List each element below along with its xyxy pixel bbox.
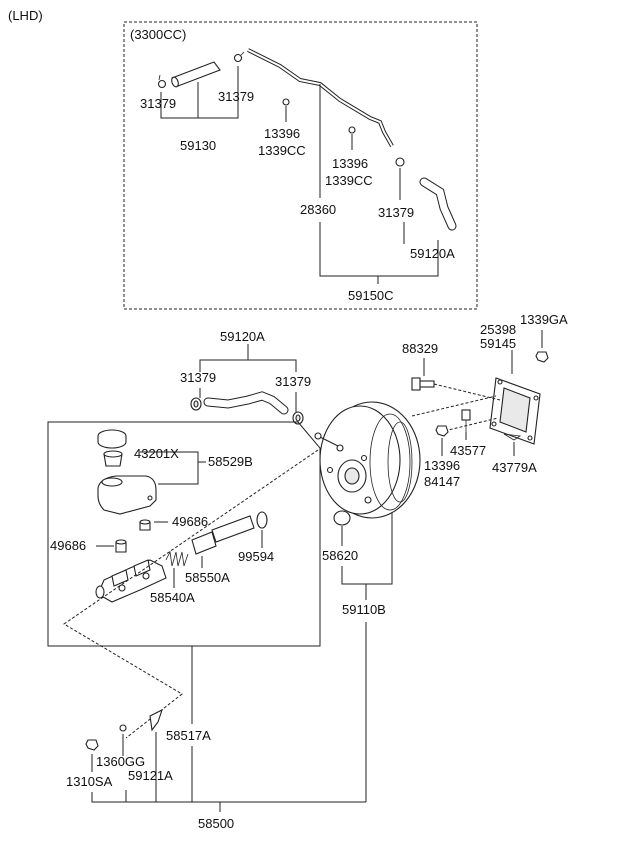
part-label: 59120A <box>410 246 455 261</box>
bolt-icon <box>411 377 435 391</box>
master-cylinder-box <box>47 421 321 647</box>
part-label: 1339CC <box>325 173 373 188</box>
part-label: 1360GG <box>96 754 145 769</box>
part-label: 58550A <box>185 570 230 585</box>
part-label: 13396 <box>332 156 368 171</box>
part-label: 31379 <box>275 374 311 389</box>
clip-icon <box>348 126 356 134</box>
part-label: 99594 <box>238 549 274 564</box>
part-label: 31379 <box>378 205 414 220</box>
part-label: 43577 <box>450 443 486 458</box>
part-label: 58540A <box>150 590 195 605</box>
part-label: 58620 <box>322 548 358 563</box>
hose-59130-drawing <box>171 61 221 88</box>
part-label: 58517A <box>166 728 211 743</box>
part-label: 49686 <box>172 514 208 529</box>
part-label: 31379 <box>140 96 176 111</box>
engine-variant-label: (3300CC) <box>130 27 186 42</box>
clamp-icon <box>292 411 304 425</box>
bolt-icon <box>119 724 127 732</box>
reservoir-drawing <box>97 475 157 515</box>
part-label: 58500 <box>198 816 234 831</box>
part-label: 59130 <box>180 138 216 153</box>
reservoir-filter-drawing <box>103 450 123 467</box>
pin-icon <box>503 433 522 441</box>
part-label: 28360 <box>300 202 336 217</box>
part-label: 59120A <box>220 329 265 344</box>
part-label: 31379 <box>218 89 254 104</box>
clamp-icon <box>157 74 167 89</box>
part-label: 59110B <box>342 602 386 617</box>
part-label: 43201X <box>134 446 179 461</box>
reservoir-cap-drawing <box>97 429 127 449</box>
nut-icon <box>435 425 449 437</box>
brake-booster-drawing <box>314 401 421 519</box>
check-valve-58620-drawing <box>333 510 351 526</box>
clip-icon <box>282 98 290 106</box>
vacuum-pipe-28360-drawing <box>247 48 394 147</box>
nut-icon <box>85 739 99 751</box>
gasket-59145-drawing <box>489 377 541 445</box>
part-label: 1339CC <box>258 143 306 158</box>
clamp-icon <box>233 51 245 63</box>
master-cylinder-drawing <box>95 559 167 603</box>
part-label: 1339GA <box>520 312 568 327</box>
part-label: 1310SA <box>66 774 113 789</box>
engine-variant-box <box>123 21 478 310</box>
snap-ring-icon <box>256 511 268 529</box>
part-label: 13396 <box>264 126 300 141</box>
part-label: 31379 <box>180 370 216 385</box>
part-label: 43779A <box>492 460 537 475</box>
part-label: 88329 <box>402 341 438 356</box>
spring-drawing <box>165 550 189 567</box>
part-label: 25398 <box>480 322 516 337</box>
part-label: 58529B <box>208 454 253 469</box>
part-label: 13396 <box>424 458 460 473</box>
part-label: 59121A <box>128 768 173 783</box>
part-label: 49686 <box>50 538 86 553</box>
grommet-icon <box>139 519 151 531</box>
part-label: 59150C <box>348 288 394 303</box>
grommet-icon <box>115 539 127 553</box>
hose-59120a-drawing <box>419 177 457 231</box>
piston-drawing <box>191 515 255 555</box>
part-label: 59145 <box>480 336 516 351</box>
clevis-icon <box>461 409 471 432</box>
nut-icon <box>535 351 549 363</box>
part-label: 84147 <box>424 474 460 489</box>
clamp-icon <box>190 397 202 411</box>
variant-label: (LHD) <box>8 8 43 23</box>
hose-59120a-drawing <box>203 391 289 415</box>
clamp-icon <box>395 157 405 167</box>
bracket-icon <box>149 708 163 732</box>
